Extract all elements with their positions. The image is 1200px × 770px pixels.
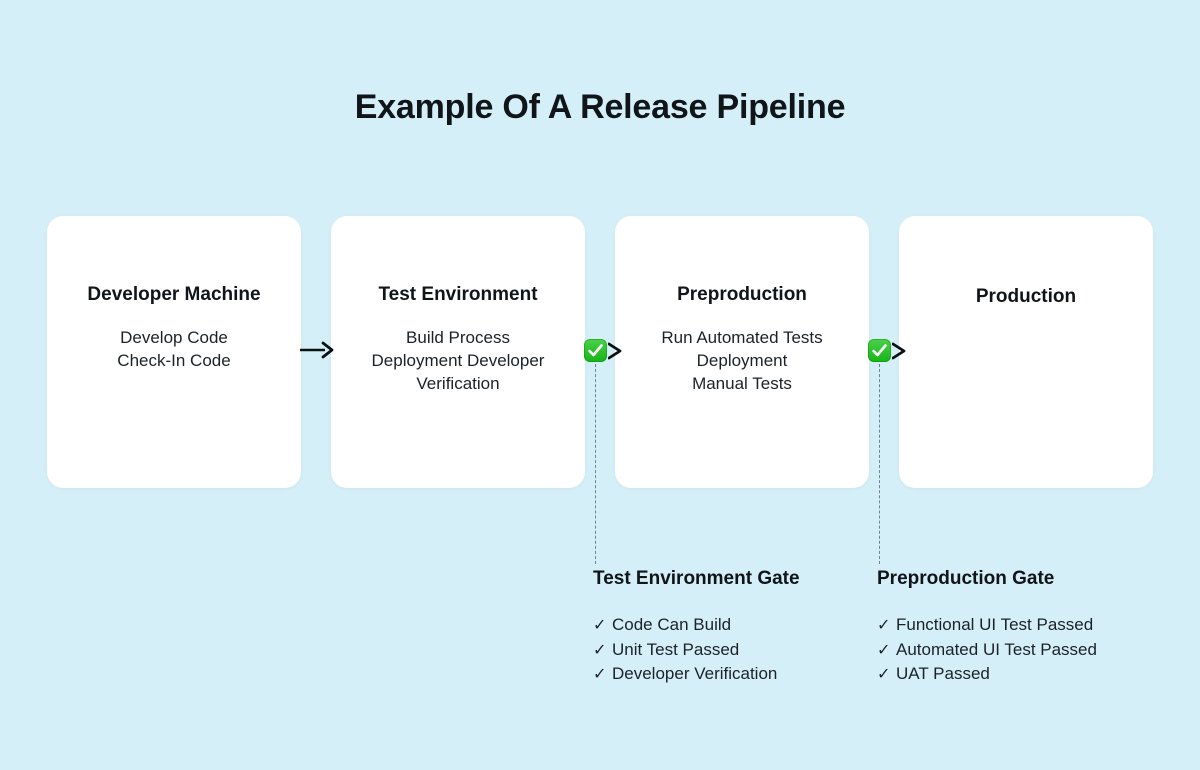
- gate-check-list: ✓ Code Can Build ✓ Unit Test Passed ✓ De…: [593, 613, 800, 687]
- list-item: ✓ Code Can Build: [593, 613, 800, 638]
- list-item: ✓ UAT Passed: [877, 662, 1097, 687]
- dashed-connector-test-environment-gate: [595, 364, 596, 564]
- check-icon: ✓: [877, 617, 891, 634]
- page-title: Example Of A Release Pipeline: [354, 88, 846, 126]
- gate-check-label: Functional UI Test Passed: [896, 615, 1094, 634]
- stage-tasks: Run Automated Tests Deployment Manual Te…: [661, 328, 823, 393]
- gate-marker-preproduction[interactable]: [868, 339, 912, 363]
- check-icon: ✓: [593, 641, 607, 659]
- green-check-badge-icon: [584, 339, 607, 362]
- gate-check-label: Unit Test Passed: [612, 639, 740, 659]
- arrow-right-icon: [300, 338, 334, 362]
- gate-check-label: Automated UI Test Passed: [896, 639, 1097, 659]
- check-icon: ✓: [877, 641, 891, 659]
- list-item: ✓ Developer Verification: [593, 662, 800, 687]
- stage-title: Production: [975, 286, 1077, 307]
- gate-check-label: Developer Verification: [612, 664, 778, 683]
- gate-title: Preproduction Gate: [877, 568, 1055, 589]
- list-item: ✓ Automated UI Test Passed: [877, 638, 1097, 663]
- check-icon: ✓: [593, 666, 607, 683]
- stage-card-production[interactable]: Production: [899, 216, 1153, 488]
- stage-title: Preproduction: [677, 284, 807, 305]
- dashed-connector-preproduction-gate: [879, 364, 880, 564]
- gate-check-label: Code Can Build: [612, 615, 732, 634]
- check-icon: ✓: [593, 617, 607, 634]
- gate-title: Test Environment Gate: [593, 568, 800, 589]
- arrow-right-icon: [891, 342, 908, 365]
- list-item: ✓ Functional UI Test Passed: [877, 613, 1097, 638]
- stage-tasks: Build Process Deployment Developer Verif…: [371, 328, 545, 393]
- gate-marker-test-environment[interactable]: [584, 339, 628, 363]
- gate-block-preproduction: Preproduction Gate ✓ Functional UI Test …: [877, 568, 1097, 687]
- green-check-badge-icon: [868, 339, 891, 362]
- stage-title: Test Environment: [378, 284, 538, 305]
- stage-tasks: Develop Code Check-In Code: [117, 328, 231, 370]
- stage-card-developer-machine[interactable]: Developer Machine Develop Code Check-In …: [47, 216, 301, 488]
- arrow-right-icon: [607, 342, 624, 365]
- stage-card-preproduction[interactable]: Preproduction Run Automated Tests Deploy…: [615, 216, 869, 488]
- list-item: ✓ Unit Test Passed: [593, 638, 800, 663]
- gate-check-label: UAT Passed: [896, 664, 990, 683]
- gate-check-list: ✓ Functional UI Test Passed ✓ Automated …: [877, 613, 1097, 687]
- gate-block-test-environment: Test Environment Gate ✓ Code Can Build ✓…: [593, 568, 800, 687]
- stage-title: Developer Machine: [87, 284, 261, 305]
- stage-card-test-environment[interactable]: Test Environment Build Process Deploymen…: [331, 216, 585, 488]
- check-icon: ✓: [877, 666, 891, 683]
